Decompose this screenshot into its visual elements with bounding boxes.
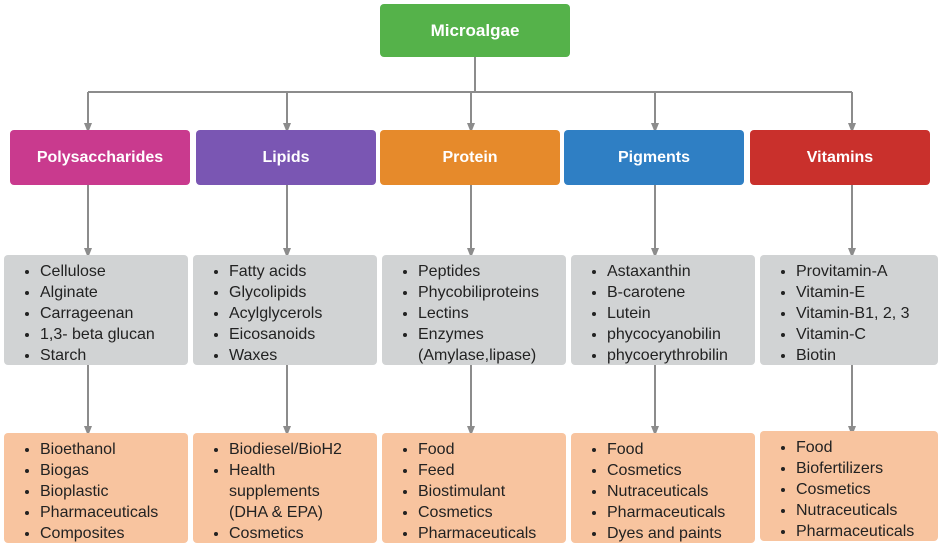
list-item: Cosmetics: [229, 523, 373, 544]
list-item: Starch: [40, 345, 184, 366]
list-item: Food: [796, 437, 934, 458]
list-item: phycoerythrobilin: [607, 345, 751, 366]
list-item: Composites: [40, 523, 184, 544]
list-item: Nutraceuticals: [607, 481, 751, 502]
list-item: Pharmaceuticals: [607, 502, 751, 523]
list-item: Glycolipids: [229, 282, 373, 303]
list-item: Fatty acids: [229, 261, 373, 282]
category-label: Polysaccharides: [36, 148, 164, 166]
list-item: Biodiesel/BioH2: [229, 439, 373, 460]
list-item: Provitamin-A: [796, 261, 934, 282]
list-item: Astaxanthin: [607, 261, 751, 282]
list-item: Lutein: [607, 303, 751, 324]
list-item: Biotin: [796, 345, 934, 366]
category-pigments: Pigments: [564, 130, 744, 185]
list-item: Vitamin-C: [796, 324, 934, 345]
list-item: Feed: [418, 460, 562, 481]
list-item: Pharmaceuticals: [418, 523, 562, 544]
list-item: Vitamin-B1, 2, 3: [796, 303, 934, 324]
components-polysaccharides: Cellulose Alginate Carrageenan 1,3- beta…: [4, 255, 188, 365]
category-label: Lipids: [262, 148, 310, 166]
applications-polysaccharides: Bioethanol Biogas Bioplastic Pharmaceuti…: [4, 433, 188, 543]
list-item: Waxes: [229, 345, 373, 366]
applications-vitamins: Food Biofertilizers Cosmetics Nutraceuti…: [760, 431, 938, 541]
list-item: Cosmetics: [607, 460, 751, 481]
category-vitamins: Vitamins: [750, 130, 930, 185]
list-item: Food: [607, 439, 751, 460]
list-item: Nutraceuticals: [796, 500, 934, 521]
list-item: Lectins: [418, 303, 562, 324]
applications-lipids: Biodiesel/BioH2 Health supplements (DHA …: [193, 433, 377, 543]
applications-pigments: Food Cosmetics Nutraceuticals Pharmaceut…: [571, 433, 755, 543]
category-label: Pigments: [617, 148, 690, 166]
applications-protein: Food Feed Biostimulant Cosmetics Pharmac…: [382, 433, 566, 543]
list-item: 1,3- beta glucan: [40, 324, 184, 345]
category-label: Vitamins: [806, 148, 874, 166]
list-item: Cosmetics: [418, 502, 562, 523]
components-vitamins: Provitamin-A Vitamin-E Vitamin-B1, 2, 3 …: [760, 255, 938, 365]
list-item: Food: [418, 439, 562, 460]
list-item: Pharmaceuticals: [40, 502, 184, 523]
list-item: Acylglycerols: [229, 303, 373, 324]
list-item: Cosmetics: [796, 479, 934, 500]
list-item: Biogas: [40, 460, 184, 481]
list-item: Carrageenan: [40, 303, 184, 324]
list-item: phycocyanobilin: [607, 324, 751, 345]
category-lipids: Lipids: [196, 130, 376, 185]
root-label: Microalgae: [430, 20, 520, 40]
list-item: Eicosanoids: [229, 324, 373, 345]
list-item: B-carotene: [607, 282, 751, 303]
list-item: Cellulose: [40, 261, 184, 282]
components-lipids: Fatty acids Glycolipids Acylglycerols Ei…: [193, 255, 377, 365]
components-protein: Peptides Phycobiliproteins Lectins Enzym…: [382, 255, 566, 365]
components-pigments: Astaxanthin B-carotene Lutein phycocyano…: [571, 255, 755, 365]
list-item: Health supplements (DHA & EPA): [229, 460, 349, 523]
list-item: Enzymes (Amylase,lipase): [418, 324, 562, 366]
list-item: Phycobiliproteins: [418, 282, 562, 303]
list-item: Peptides: [418, 261, 562, 282]
list-item: Bioethanol: [40, 439, 184, 460]
list-item: Alginate: [40, 282, 184, 303]
list-item: Biofertilizers: [796, 458, 934, 479]
microalgae-root-node: Microalgae: [380, 4, 570, 57]
category-protein: Protein: [380, 130, 560, 185]
list-item: Bioplastic: [40, 481, 184, 502]
category-label: Protein: [442, 148, 498, 166]
list-item: Dyes and paints: [607, 523, 751, 544]
list-item: Pharmaceuticals: [796, 521, 934, 542]
category-polysaccharides: Polysaccharides: [10, 130, 190, 185]
list-item: Vitamin-E: [796, 282, 934, 303]
list-item: Biostimulant: [418, 481, 562, 502]
